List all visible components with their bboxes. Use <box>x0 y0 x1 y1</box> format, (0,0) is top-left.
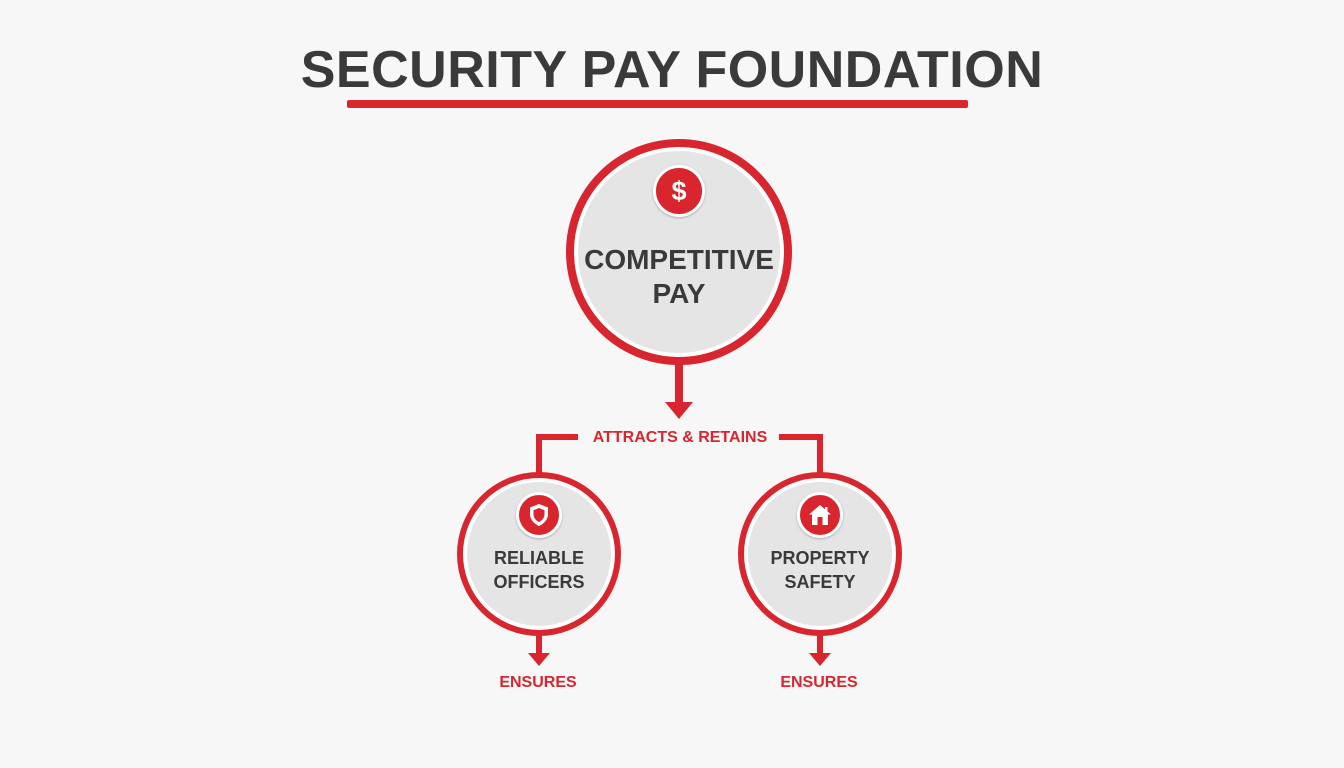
dollar-glyph: $ <box>671 175 687 206</box>
top-down-arrowhead <box>665 402 693 419</box>
property-safety-line1: PROPERTY <box>770 548 870 568</box>
ensures-right-label: ENSURES <box>780 674 858 691</box>
diagram-title: SECURITY PAY FOUNDATION <box>300 41 1044 99</box>
left-down-arrowhead <box>528 653 550 666</box>
property-safety-label: PROPERTY SAFETY <box>744 546 896 594</box>
reliable-officers-line2: OFFICERS <box>493 572 585 592</box>
shield-icon <box>516 492 562 538</box>
right-branch-connector <box>779 434 823 474</box>
property-safety-node: PROPERTY SAFETY <box>738 472 902 636</box>
attracts-retains-label: ATTRACTS & RETAINS <box>592 429 768 446</box>
reliable-officers-line1: RELIABLE <box>494 548 584 568</box>
title-underline <box>347 100 968 108</box>
right-down-arrowhead <box>809 653 831 666</box>
reliable-officers-node: RELIABLE OFFICERS <box>457 472 621 636</box>
house-icon <box>797 492 843 538</box>
reliable-officers-label: RELIABLE OFFICERS <box>463 546 615 594</box>
competitive-pay-line2: PAY <box>652 278 706 309</box>
ensures-left-label: ENSURES <box>499 674 577 691</box>
competitive-pay-label: COMPETITIVE PAY <box>574 243 784 311</box>
competitive-pay-node: $ COMPETITIVE PAY <box>566 139 792 365</box>
left-branch-connector <box>536 434 578 474</box>
competitive-pay-line1: COMPETITIVE <box>584 244 774 275</box>
property-safety-line2: SAFETY <box>784 572 856 592</box>
dollar-icon: $ <box>653 165 705 217</box>
